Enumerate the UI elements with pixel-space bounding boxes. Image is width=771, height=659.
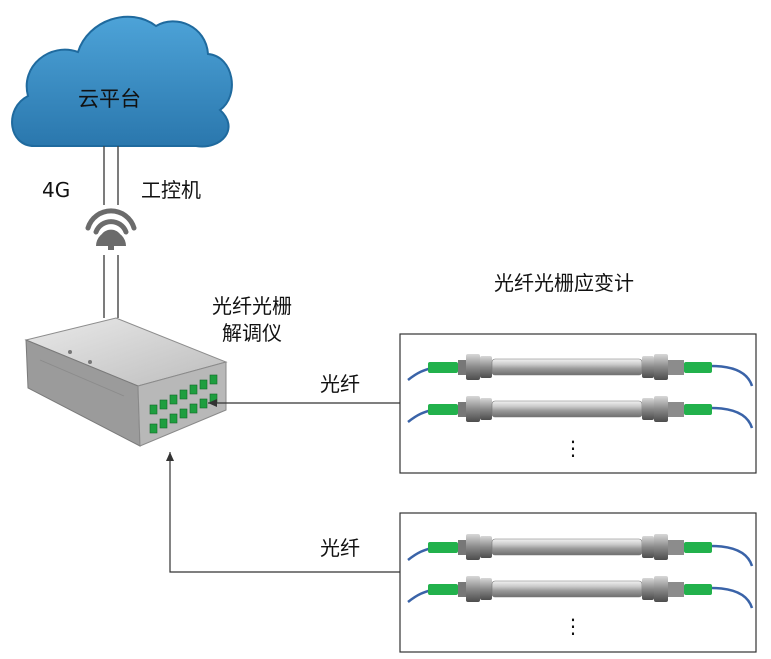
label-4g: 4G (42, 178, 71, 202)
interrogator-device (24, 317, 228, 447)
more-gauges-indicator-1: ⋮ (563, 436, 583, 460)
fiber-link-bottom (166, 452, 400, 573)
uplink-lines (103, 146, 119, 318)
strain-gauge (407, 354, 754, 387)
label-industrial-pc: 工控机 (141, 178, 201, 202)
cloud-label: 云平台 (78, 87, 141, 111)
antenna-base-icon (96, 231, 126, 250)
cloud-shape (11, 15, 233, 148)
interrogator-label-line2: 解调仪 (222, 321, 282, 345)
more-gauges-indicator-2: ⋮ (563, 614, 583, 638)
fiber-label-top: 光纤 (320, 372, 360, 396)
fiber-label-bottom: 光纤 (320, 536, 360, 560)
strain-gauge-title: 光纤光栅应变计 (494, 271, 634, 295)
interrogator-label-line1: 光纤光栅 (212, 294, 292, 318)
